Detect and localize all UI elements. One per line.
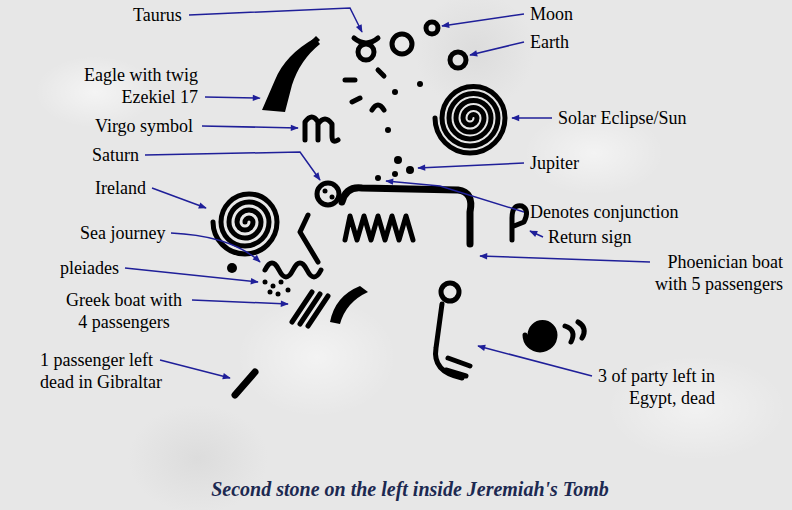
callout-label: Jupiter — [530, 152, 579, 174]
callout-label: Eagle with twig Ezekiel 17 — [63, 64, 198, 108]
callout-label: Taurus — [133, 4, 182, 26]
caption: Second stone on the left inside Jeremiah… — [28, 477, 792, 501]
callout-label: Denotes conjunction — [530, 201, 678, 223]
callout-label: Solar Eclipse/Sun — [558, 107, 687, 129]
callout-label: Moon — [530, 3, 573, 25]
callout-label: Earth — [530, 31, 569, 53]
callout-label: 3 of party left in Egypt, dead — [585, 365, 715, 409]
callout-label: Sea journey — [80, 222, 165, 244]
callout-label: Return sign — [548, 226, 632, 248]
callout-label: Greek boat with 4 passengers — [62, 289, 186, 333]
callout-label: Ireland — [95, 177, 146, 199]
callout-label: Virgo symbol — [95, 115, 193, 137]
callout-label: 1 passenger left dead in Gibraltar — [40, 349, 170, 393]
callout-label: Phoenician boat with 5 passengers — [643, 251, 783, 295]
callout-label: Saturn — [92, 144, 139, 166]
callout-label: pleiades — [60, 257, 119, 279]
